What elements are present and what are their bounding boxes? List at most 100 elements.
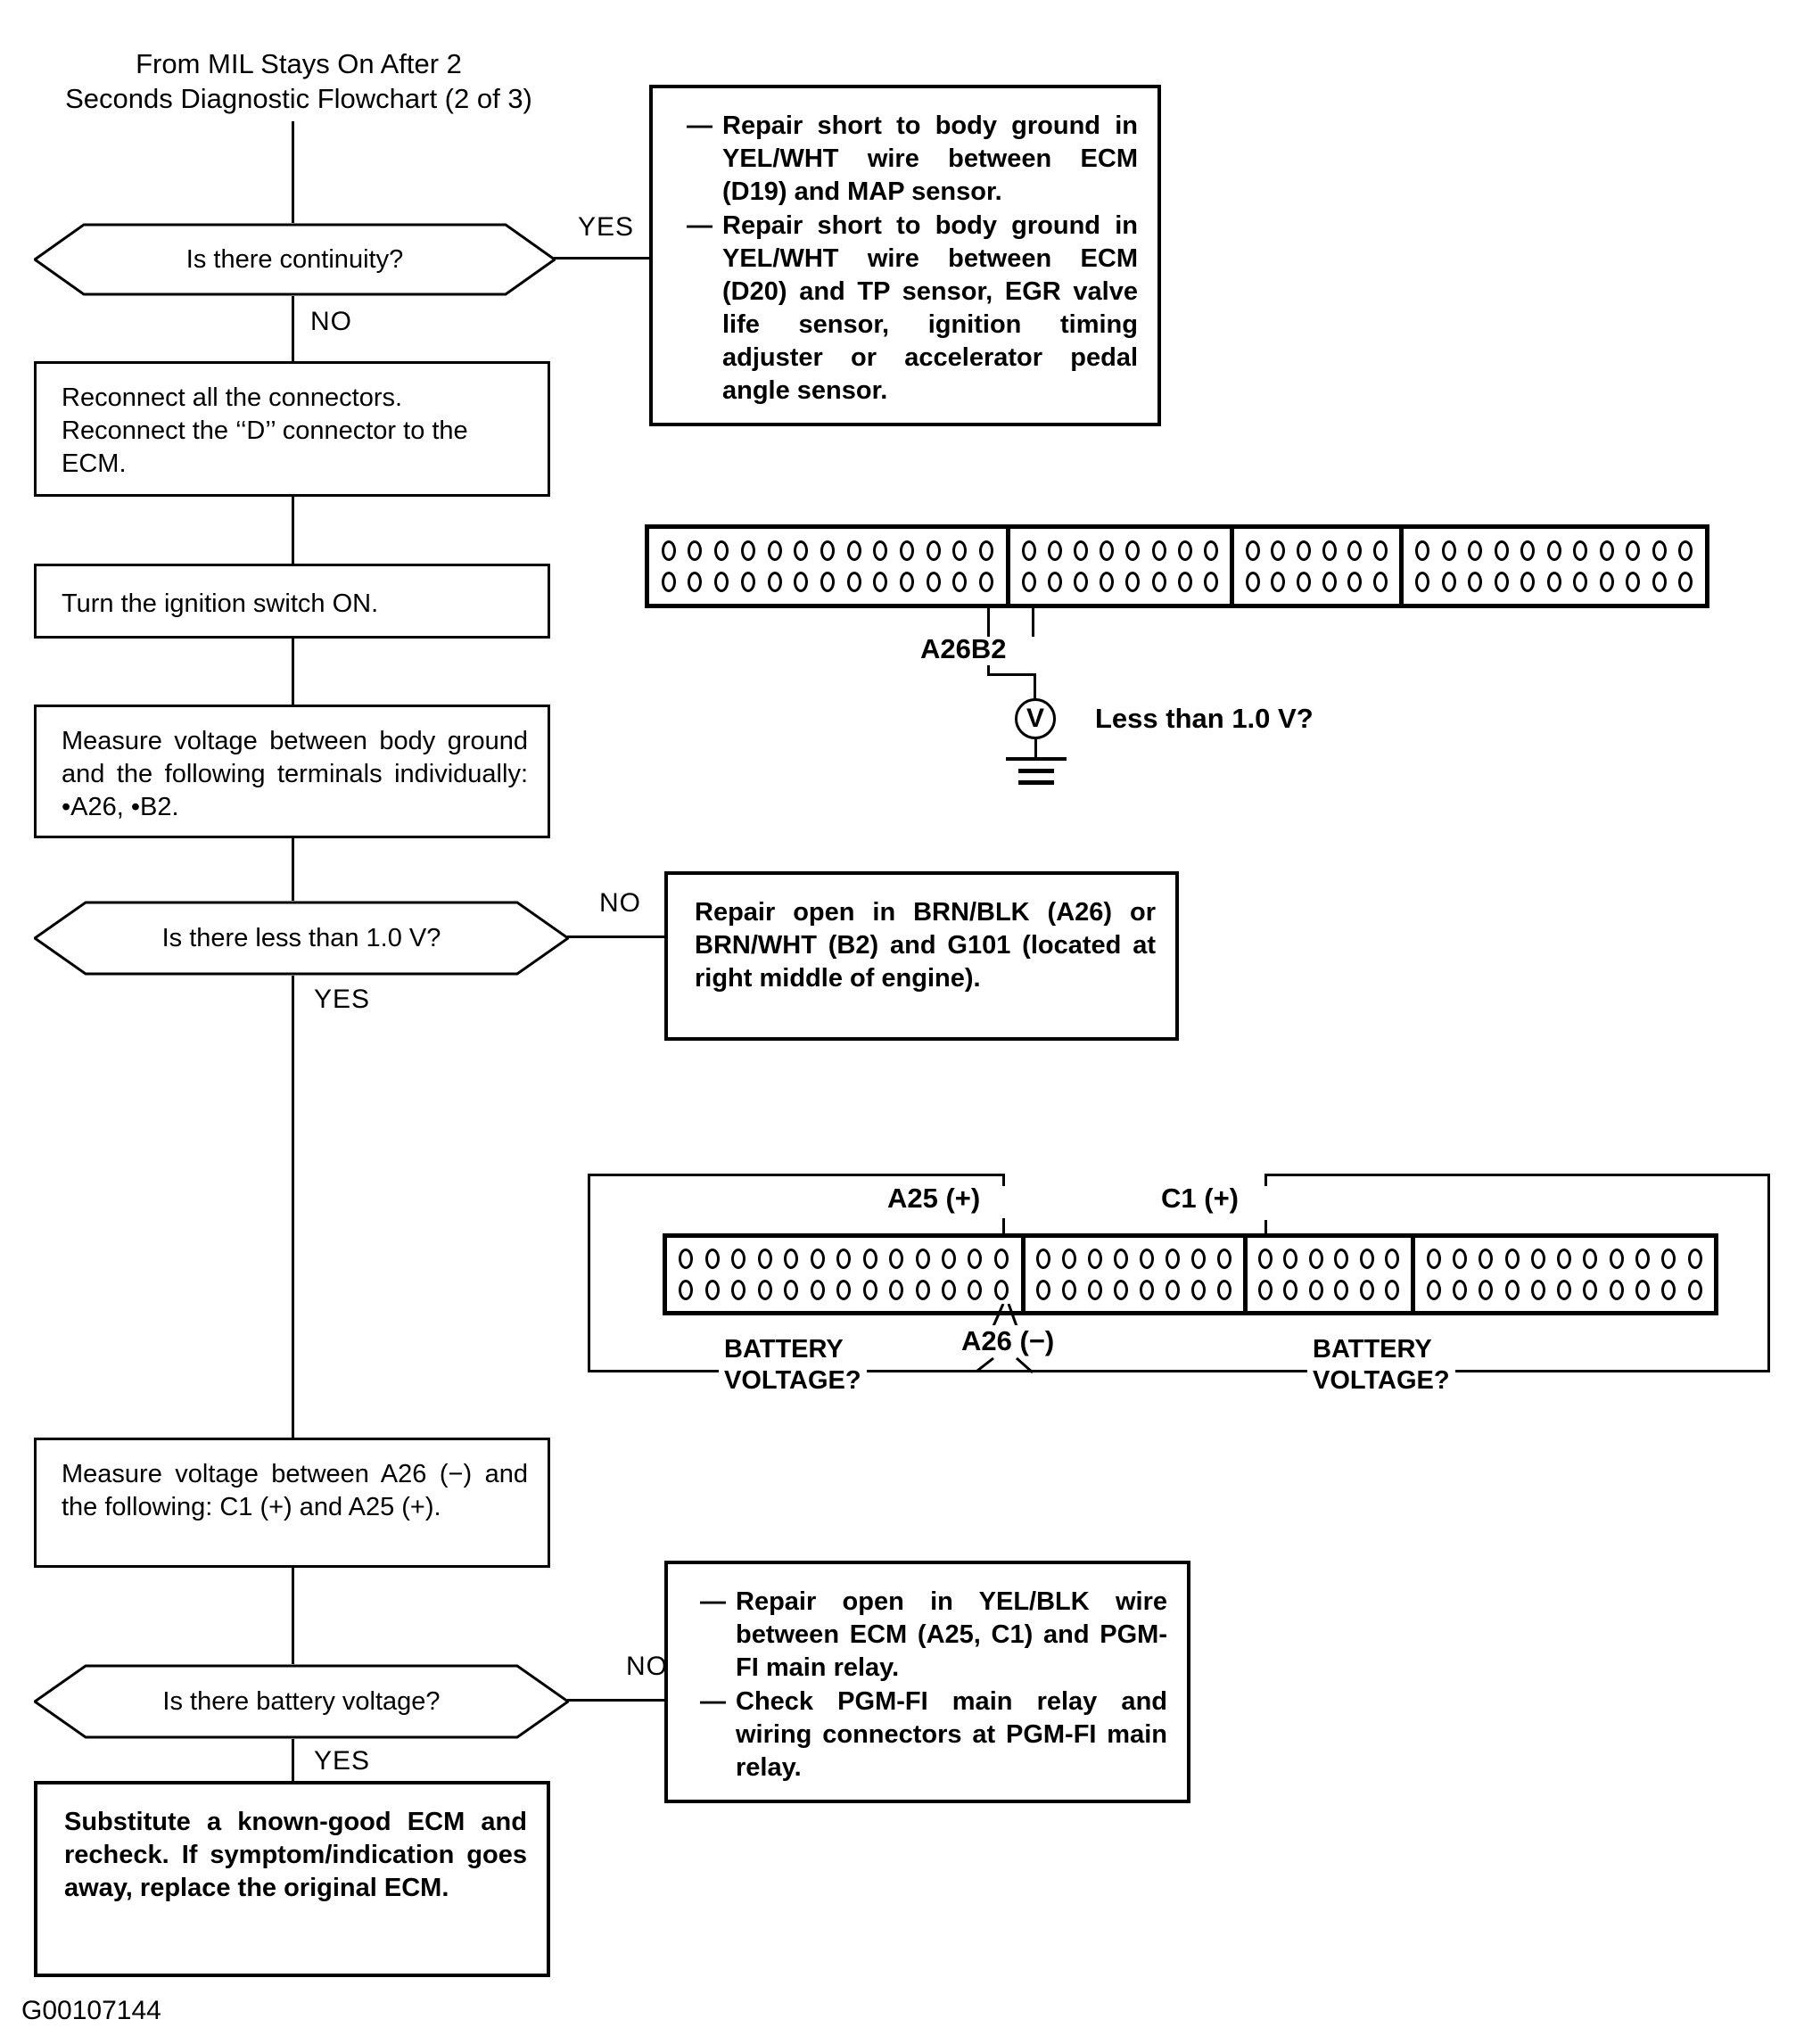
connector-pin (1114, 1249, 1128, 1269)
battery-left-line2: VOLTAGE? (724, 1366, 861, 1395)
connector-pin (1151, 540, 1166, 561)
connector-pin (1504, 1249, 1520, 1269)
connector-pin (767, 572, 782, 593)
decision-continuity-label: Is there continuity? (185, 244, 404, 274)
a26-pin-lines (976, 1304, 1034, 1374)
connector-pin (731, 1280, 746, 1300)
connector-pin (1139, 1249, 1154, 1269)
flow-line-ignition-to-measure (292, 639, 294, 705)
decision-battery-voltage-label: Is there battery voltage? (162, 1686, 441, 1716)
connector-pin (1308, 1249, 1323, 1269)
label-less-than-1v: Less than 1.0 V? (1095, 703, 1314, 734)
connector-pin (979, 540, 994, 561)
bullet-text: Check PGM-FI main relay and wiring conne… (736, 1687, 1167, 1782)
connector-section (649, 529, 1006, 604)
connector-pin (1048, 572, 1063, 593)
connector-pin (1609, 1249, 1624, 1269)
connector-pin (1022, 572, 1037, 593)
connector-pin (1530, 1249, 1545, 1269)
pin-row (1010, 572, 1230, 593)
box-ignition-text: Turn the ignition switch ON. (62, 589, 379, 618)
connector-pin (1296, 540, 1311, 561)
connector-pin (1468, 572, 1483, 593)
connector-pin (1557, 1280, 1572, 1300)
connector-pin (1283, 1280, 1298, 1300)
bullet-item: —Repair short to body ground in YEL/WHT … (687, 110, 1138, 209)
bullet-item: — Check PGM-FI main relay and wiring conn… (700, 1685, 1167, 1784)
bullet-text: Repair open in YEL/BLK wire between ECM … (736, 1587, 1167, 1682)
connector-pin (1177, 572, 1192, 593)
connector-pin (862, 1280, 877, 1300)
box-substitute-ecm: Substitute a known-good ECM and recheck.… (34, 1781, 550, 1977)
box-measure-a26: Measure voltage between A26 (−) and the … (34, 1438, 550, 1568)
connector-pin (1347, 540, 1363, 561)
connector-pin (1271, 572, 1286, 593)
voltmeter-icon: V (1015, 698, 1056, 739)
connector-pin (1271, 540, 1286, 561)
page-title-line1: From MIL Stays On After 2 (136, 48, 462, 79)
connector-pin (1520, 572, 1536, 593)
connector-pin (1100, 540, 1115, 561)
connector-pin (1599, 572, 1614, 593)
bullet-dash: — (700, 1587, 726, 1616)
label-battery-voltage-right: BATTERY VOLTAGE? (1307, 1332, 1455, 1398)
flow-line-measure2-to-decision3 (292, 1568, 294, 1664)
connector-pin (1100, 572, 1115, 593)
connector-bottom (663, 1233, 1718, 1315)
connector-pin (1583, 1249, 1598, 1269)
pin-row (1415, 1249, 1715, 1269)
connector-pin (679, 1249, 694, 1269)
label-a26b2: A26B2 (920, 633, 1007, 664)
box-repair-short-content: —Repair short to body ground in YEL/WHT … (653, 88, 1157, 408)
pin-stub-b2 (1032, 605, 1034, 637)
connector-pin (1190, 1249, 1206, 1269)
connector-pin (1151, 572, 1166, 593)
connector-pin (1088, 1280, 1103, 1300)
footer-code: G00107144 (21, 1996, 161, 2025)
decision-continuity: Is there continuity? (34, 223, 556, 296)
pin-row (1010, 540, 1230, 561)
connector-section (1242, 1238, 1411, 1311)
connector-pin (1626, 572, 1641, 593)
connector-pin (1453, 1280, 1468, 1300)
connector-pin (784, 1280, 799, 1300)
connector-pin (784, 1249, 799, 1269)
pin-row (1234, 540, 1399, 561)
connector-pin (1441, 540, 1456, 561)
bullet-dash: — (687, 111, 713, 140)
connector-pin (767, 540, 782, 561)
connector-pin (979, 572, 994, 593)
connector-pin (1609, 1280, 1624, 1300)
connector-pin (1165, 1249, 1180, 1269)
hexagon-shape (34, 1664, 569, 1739)
connector-pin (1074, 572, 1089, 593)
connector-pin (1599, 540, 1614, 561)
pin-row (1026, 1280, 1243, 1300)
connector-pin (915, 1249, 930, 1269)
pin-row (1234, 572, 1399, 593)
connector-section (667, 1238, 1021, 1311)
connector-pin (1520, 540, 1536, 561)
connector-pin (740, 572, 755, 593)
bullet-dash: — (700, 1687, 726, 1716)
connector-pin (714, 540, 729, 561)
connector-pin (889, 1280, 904, 1300)
connector-pin (1583, 1280, 1598, 1300)
connector-pin (810, 1280, 825, 1300)
hexagon-outline (34, 901, 569, 976)
bracket-to-meter (1034, 673, 1036, 700)
connector-pin (661, 572, 676, 593)
connector-pin (1468, 540, 1483, 561)
a25-drop-upper (1002, 1174, 1005, 1186)
connector-pin (836, 1280, 852, 1300)
connector-pin (1125, 540, 1141, 561)
pin-row (1026, 1249, 1243, 1269)
box-reconnect-text: Reconnect all the connectors. Reconnect … (62, 383, 468, 478)
box-repair-open-relay: — Repair open in YEL/BLK wire between ECM… (664, 1561, 1190, 1803)
connector-pin (1048, 540, 1063, 561)
hexagon-outline (34, 1664, 569, 1739)
connector-pin (1504, 1280, 1520, 1300)
connector-pin (1245, 572, 1260, 593)
connector-pin (941, 1280, 956, 1300)
connector-pin (1441, 572, 1456, 593)
